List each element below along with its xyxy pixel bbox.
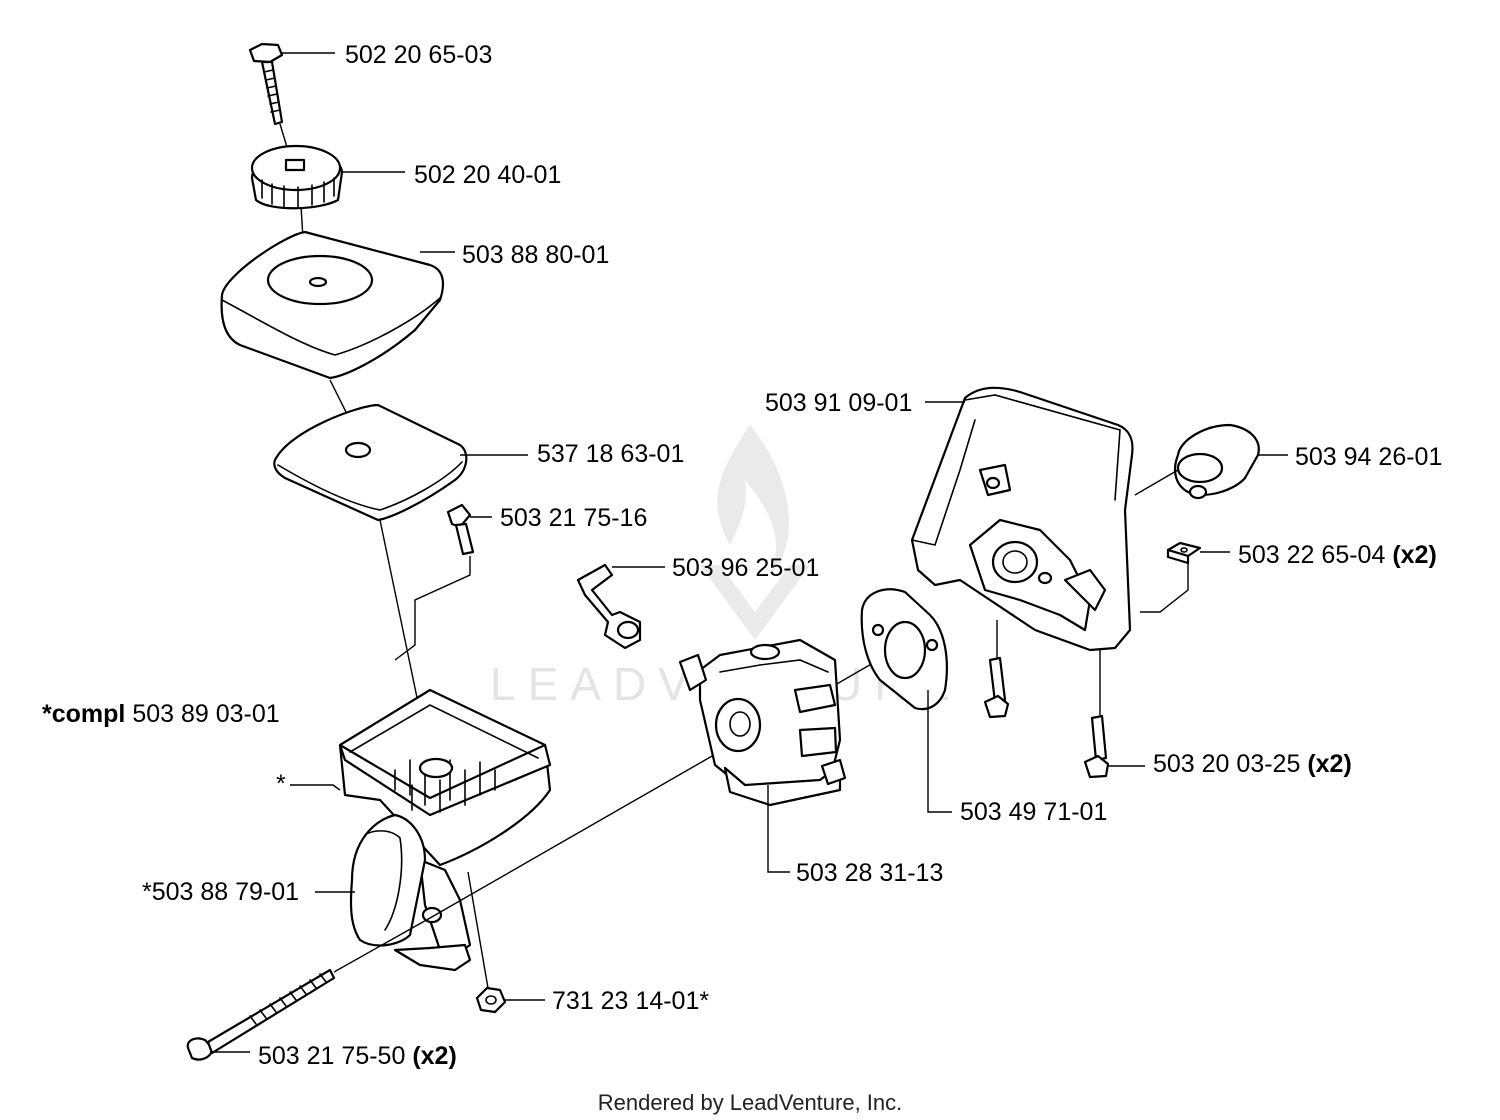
callout-leaders: [212, 52, 1288, 1053]
label-731-23-14-01: 731 23 14-01*: [552, 987, 709, 1015]
gasket-part: [860, 588, 948, 711]
callout-labels: 502 20 65-03 502 20 40-01 503 88 80-01 5…: [42, 41, 1442, 1070]
label-503-91-09-01: 503 91 09-01: [765, 389, 912, 417]
knob-part: [250, 144, 344, 210]
sleeve-part: [1134, 423, 1260, 500]
fuel-hose-part: [576, 563, 642, 650]
nut-part: [467, 871, 507, 1014]
footer-credit: Rendered by LeadVenture, Inc.: [598, 1090, 903, 1115]
square-nut-part: [1166, 541, 1202, 565]
primer-bulb-part: [349, 813, 443, 947]
label-compl-503-89-03-01: *compl 503 89 03-01: [42, 700, 280, 728]
air-filter-part: [273, 403, 468, 761]
label-503-88-80-01: 503 88 80-01: [462, 241, 609, 269]
label-503-21-75-50: 503 21 75-50 (x2): [258, 1042, 457, 1070]
screw-small-part: [394, 503, 475, 661]
label-asterisk: *: [276, 770, 286, 798]
label-503-94-26-01: 503 94 26-01: [1295, 443, 1442, 471]
label-502-20-65-03: 502 20 65-03: [345, 41, 492, 69]
intake-shield-part: [910, 386, 1134, 652]
label-503-28-31-13: 503 28 31-13: [796, 859, 943, 887]
label-503-20-03-25: 503 20 03-25 (x2): [1153, 750, 1352, 778]
label-503-96-25-01: 503 96 25-01: [672, 554, 819, 582]
air-filter-cover-part: [220, 230, 445, 441]
label-537-18-63-01: 537 18 63-01: [537, 440, 684, 468]
bolt-pair-part: [983, 620, 1110, 779]
long-bolt-part: [186, 629, 931, 1061]
label-503-22-65-04: 503 22 65-04 (x2): [1238, 541, 1437, 569]
label-502-20-40-01: 502 20 40-01: [414, 161, 561, 189]
carburetor-part: [678, 638, 847, 807]
label-503-88-79-01: *503 88 79-01: [142, 878, 299, 906]
label-503-21-75-16: 503 21 75-16: [500, 504, 647, 532]
label-503-49-71-01: 503 49 71-01: [960, 798, 1107, 826]
